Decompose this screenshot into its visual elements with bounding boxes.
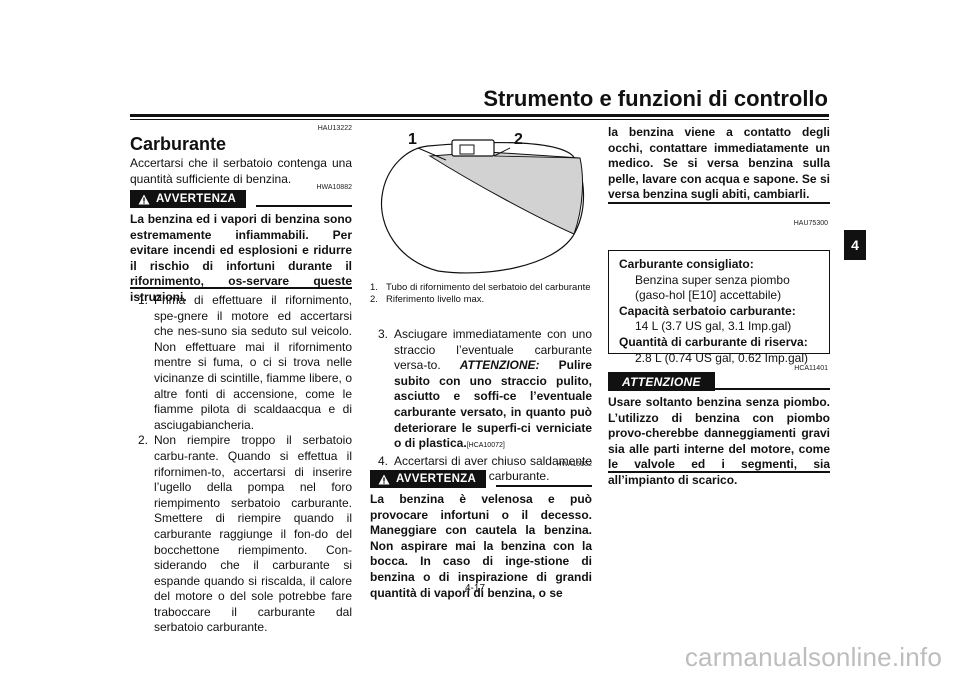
warning-rule [256, 205, 352, 207]
header-rule [130, 114, 829, 117]
attention-inline-label: ATTENZIONE: [459, 358, 540, 373]
spec-value: Benzina super senza piombo (gaso-hol [E1… [635, 272, 790, 303]
spec-value: 14 L (3.7 US gal, 3.1 Imp.gal) [635, 319, 792, 334]
figure-label-1: 1 [408, 131, 417, 148]
chapter-tab: 4 [844, 230, 866, 260]
warning-end-rule [130, 287, 352, 289]
spec-label: Carburante consigliato: [619, 257, 754, 271]
spec-code: HAU75300 [793, 220, 828, 227]
attention-rule [712, 388, 830, 390]
fuel-spec-box: Carburante consigliato: Benzina super se… [608, 250, 830, 365]
attention-text: Usare soltanto benzina senza piombo. L’u… [608, 395, 830, 487]
warning-code: HWA15152 [556, 461, 592, 468]
spec-label: Quantità di carburante di riserva: [619, 334, 808, 349]
watermark: carmanualsonline.info [684, 642, 942, 672]
fuel-tank-illustration [380, 139, 585, 274]
header-rule-thin [130, 119, 829, 120]
warning-badge: AVVERTENZA [370, 470, 487, 488]
spec-label: Capacità serbatoio carburante: [619, 303, 796, 318]
caption-item: 1.Tubo di rifornimento del serbatoio del… [370, 282, 591, 293]
section-title: Carburante [130, 134, 227, 154]
warning-label: AVVERTENZA [396, 473, 477, 485]
figure-caption: 1.Tubo di rifornimento del serbatoio del… [370, 282, 592, 306]
fuel-steps-continued: 3.Asciugare immediatamente con uno strac… [370, 327, 592, 485]
reference-code: [HCA10072] [466, 442, 505, 450]
attention-end-rule [608, 471, 830, 473]
list-item: 3.Asciugare immediatamente con uno strac… [378, 327, 592, 451]
warning-triangle-icon [138, 194, 150, 204]
warning-end-rule [608, 202, 830, 204]
warning-badge: AVVERTENZA [130, 190, 247, 208]
list-item: 1.Prima di effettuare il rifornimento, s… [138, 293, 352, 432]
intro-text: Accertarsi che il serbatoio contenga una… [130, 156, 352, 186]
section-code: HAU13222 [317, 125, 352, 132]
warning-triangle-icon [378, 474, 390, 484]
spec-value: 2.8 L (0.74 US gal, 0.62 Imp.gal) [635, 350, 808, 365]
figure-label-2: 2 [514, 131, 523, 148]
attention-badge: ATTENZIONE [608, 372, 715, 391]
attention-code: HCA11401 [794, 365, 828, 372]
warning-text: La benzina è velenosa e può provocare in… [370, 492, 592, 600]
list-item: 2.Non riempire troppo il serbatoio carbu… [138, 433, 352, 635]
page-number: 4-17 [465, 583, 486, 594]
warning-text: La benzina ed i vapori di benzina sono e… [130, 212, 352, 304]
warning-code: HWA10882 [316, 184, 352, 191]
fuel-steps: 1.Prima di effettuare il rifornimento, s… [130, 293, 352, 636]
caption-item: 2.Riferimento livello max. [370, 294, 485, 305]
warning-text-continued: la benzina viene a contatto degli occhi,… [608, 125, 830, 202]
warning-rule [496, 485, 592, 487]
page-title: Strumento e funzioni di controllo [483, 86, 828, 111]
warning-label: AVVERTENZA [156, 193, 237, 205]
